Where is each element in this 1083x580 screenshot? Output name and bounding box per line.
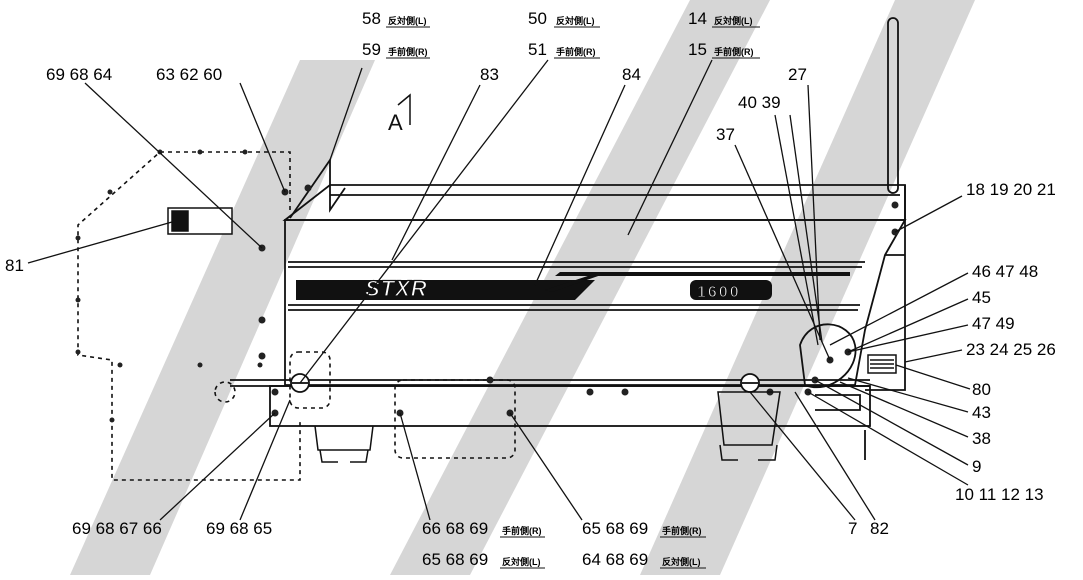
callout-69686766: 69 68 67 66 [72,519,162,538]
callout-15: 15 [688,40,707,59]
callout-27: 27 [788,65,807,84]
feet [314,391,781,463]
callout-646869: 64 68 69 [582,550,648,569]
callout-7: 7 [848,519,857,538]
callout-58-side: 反対側(L) [388,15,427,26]
callout-666869: 66 68 69 [422,519,488,538]
machine-body [230,17,907,460]
view-marker: A [388,93,411,135]
leader-lines [27,59,971,521]
body-rivets [258,184,899,417]
callout-51: 51 [528,40,547,59]
callout-646869-side: 反対側(L) [662,556,701,567]
callout-4039: 40 39 [738,93,781,112]
callout-45: 45 [972,288,991,307]
callout-37: 37 [716,125,735,144]
callout-18192021: 18 19 20 21 [966,180,1056,199]
callout-4749: 47 49 [972,314,1015,333]
callout-14: 14 [688,9,707,28]
callout-656869a: 65 68 69 [582,519,648,538]
decal-strip: STXR 1600 [296,272,850,302]
callout-43: 43 [972,403,991,422]
callout-80: 80 [972,380,991,399]
callout-656869a-side: 手前側(R) [662,525,702,536]
part-81-box [167,207,233,235]
callout-82: 82 [870,519,889,538]
callout-15-side: 手前側(R) [714,46,754,57]
callout-59: 59 [362,40,381,59]
hopper-rivets [75,149,263,423]
model-decal: 1600 [697,284,741,301]
callout-51-side: 手前側(R) [556,46,596,57]
callout-50: 50 [528,9,547,28]
callout-656869b-side: 反対側(L) [502,556,541,567]
grille-80 [867,354,897,374]
callout-50-side: 反対側(L) [556,15,595,26]
callout-9: 9 [972,457,981,476]
callout-84: 84 [622,65,641,84]
callout-696865: 69 68 65 [206,519,272,538]
watermark-stripe [70,60,375,575]
callout-464748: 46 47 48 [972,262,1038,281]
callout-14-side: 反対側(L) [714,15,753,26]
callout-81: 81 [5,256,24,275]
callout-labels: 58 反対側(L) 59 手前側(R) 50 反対側(L) 51 手前側(R) … [5,9,1056,569]
callout-636260: 63 62 60 [156,65,222,84]
callout-10111213: 10 11 12 13 [955,485,1044,504]
callout-83: 83 [480,65,499,84]
callout-58: 58 [362,9,381,28]
view-marker-label: A [388,110,403,135]
callout-656869b: 65 68 69 [422,550,488,569]
callout-59-side: 手前側(R) [388,46,428,57]
brand-decal: STXR [365,276,428,301]
callout-23242526: 23 24 25 26 [966,340,1056,359]
callout-666869-side: 手前側(R) [502,525,542,536]
callout-696864: 69 68 64 [46,65,112,84]
callout-38: 38 [972,429,991,448]
